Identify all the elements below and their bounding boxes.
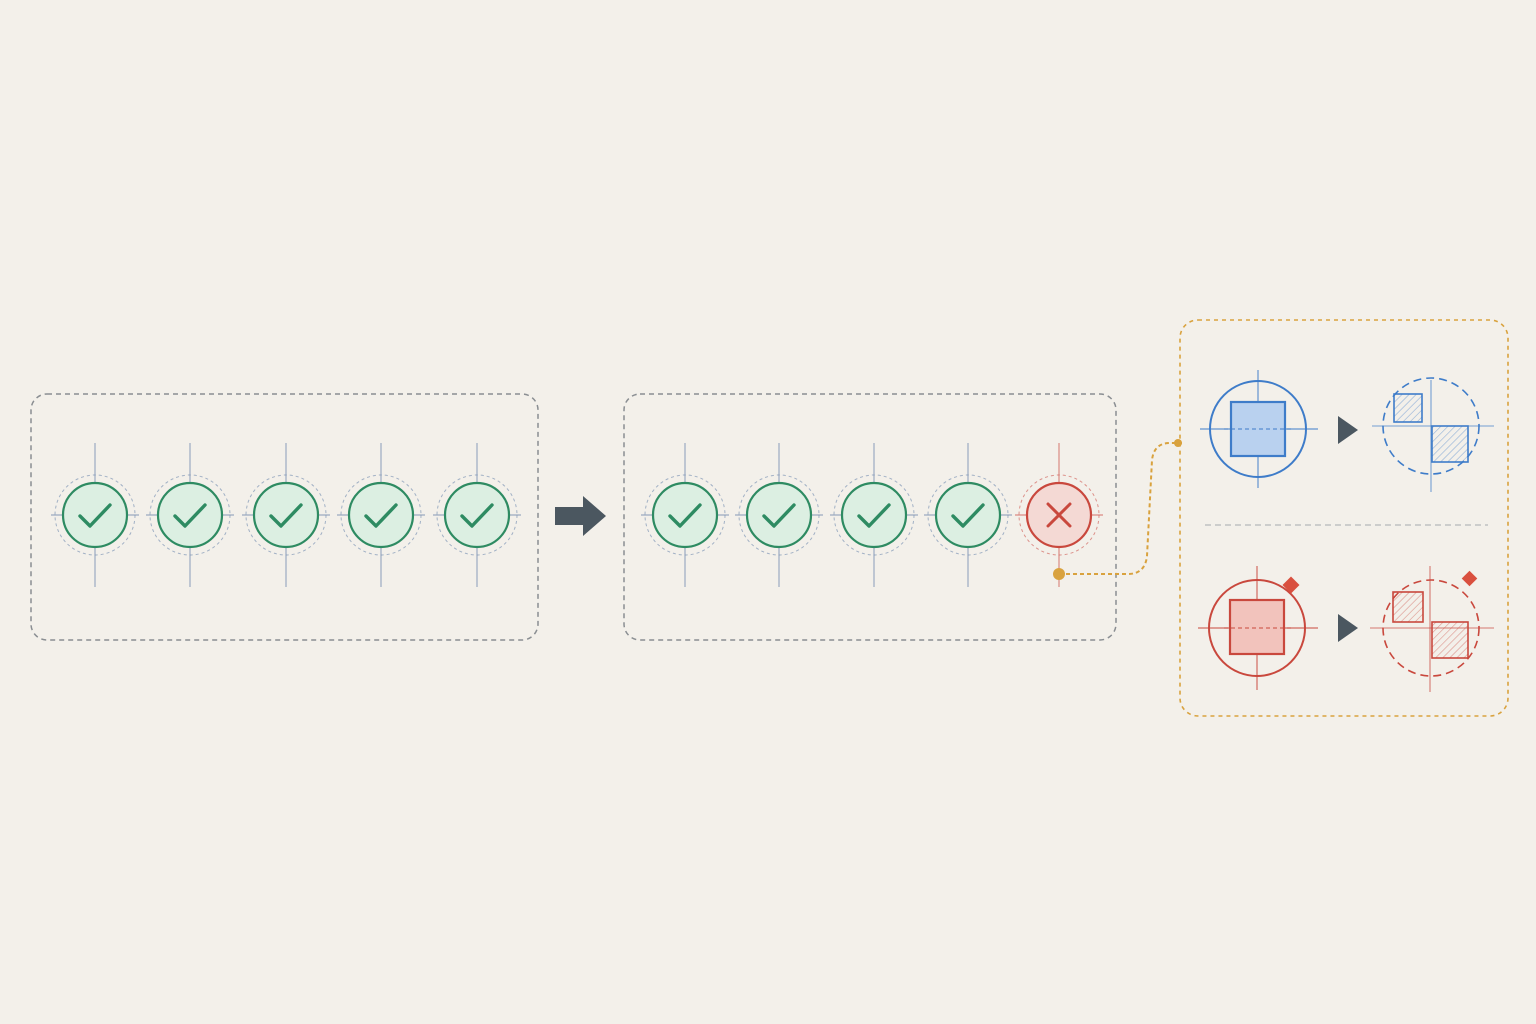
node-guide-ring [149, 474, 231, 556]
checkmark-icon [269, 503, 303, 528]
after-node-row [641, 443, 1103, 587]
pass-node [924, 443, 1012, 587]
checkmark-icon [78, 503, 112, 528]
fail-node [1015, 443, 1103, 587]
node-guide-ring [436, 474, 518, 556]
red-target-icon [1198, 566, 1318, 690]
checkmark-icon [364, 503, 398, 528]
checkmark-icon [951, 503, 985, 528]
node-circle [61, 481, 129, 549]
before-node-row [51, 443, 521, 587]
node-guide-ring [54, 474, 136, 556]
red-marker-diamond [1282, 576, 1300, 594]
row-arrow-icon [1338, 614, 1358, 642]
cross-icon [1046, 502, 1072, 528]
connector-start-dot [1053, 568, 1065, 580]
detail-panel-frame [1179, 319, 1509, 717]
checkmark-icon [668, 503, 702, 528]
checkmark-icon [857, 503, 891, 528]
pass-node [242, 443, 330, 587]
red-split-target-icon [1370, 566, 1494, 692]
node-circle [252, 481, 320, 549]
row-arrow-icon [1338, 416, 1358, 444]
node-circle [156, 481, 224, 549]
node-circle [443, 481, 511, 549]
node-guide-ring [340, 474, 422, 556]
pass-node [51, 443, 139, 587]
node-guide-ring [245, 474, 327, 556]
detail-row-blue [1200, 370, 1494, 492]
node-guide-ring [1018, 474, 1100, 556]
right-arrow-icon [555, 496, 606, 536]
after-group [623, 393, 1117, 641]
before-group-frame [30, 393, 539, 641]
checkmark-icon [460, 503, 494, 528]
pass-node [641, 443, 729, 587]
detail-row-red [1198, 566, 1494, 692]
red-marker-diamond [1461, 570, 1478, 587]
node-circle [934, 481, 1002, 549]
before-group [30, 393, 539, 641]
pass-node [433, 443, 521, 587]
blue-split-target-icon [1372, 377, 1494, 492]
after-group-frame [623, 393, 1117, 641]
node-circle [347, 481, 415, 549]
checkmark-icon [173, 503, 207, 528]
pass-node [146, 443, 234, 587]
pass-node [735, 443, 823, 587]
pass-node [337, 443, 425, 587]
node-guide-ring [738, 474, 820, 556]
detail-panel [1179, 319, 1509, 717]
node-circle [651, 481, 719, 549]
checkmark-icon [762, 503, 796, 528]
node-guide-ring [833, 474, 915, 556]
node-circle [745, 481, 813, 549]
blue-target-icon [1200, 370, 1318, 488]
pass-node [830, 443, 918, 587]
node-guide-ring [927, 474, 1009, 556]
node-circle [840, 481, 908, 549]
node-guide-ring [644, 474, 726, 556]
